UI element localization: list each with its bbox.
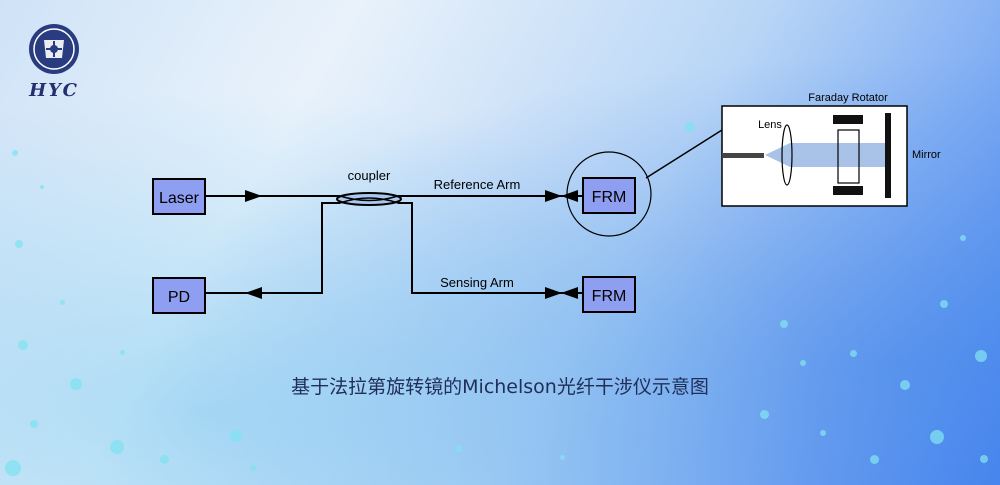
coupler-label: coupler (348, 168, 391, 183)
arrow-right-icon (545, 190, 562, 202)
arrowheads (245, 190, 578, 299)
mirror-label: Mirror (912, 149, 941, 161)
pd-label: PD (168, 289, 190, 306)
laser-box: Laser (152, 178, 206, 215)
zoom-connector (645, 129, 723, 179)
logo-text: HYC (29, 80, 79, 101)
sensing-arm-label: Sensing Arm (440, 275, 514, 290)
arrow-left-icon (561, 287, 578, 299)
frm-bottom-box: FRM (582, 276, 636, 313)
logo-emblem-icon (29, 24, 79, 74)
laser-label: Laser (159, 190, 200, 207)
frm-top-box: FRM (582, 177, 636, 214)
coupler: coupler (336, 168, 402, 206)
arrow-right-icon (545, 287, 562, 299)
frm-inset: Faraday Rotator Lens Mirror (721, 92, 941, 207)
fiber-lines (205, 195, 583, 294)
diagram-caption: 基于法拉第旋转镜的Michelson光纤干涉仪示意图 (291, 376, 709, 398)
arrow-right-icon (245, 190, 262, 202)
pd-box: PD (152, 277, 206, 314)
frm-top-label: FRM (592, 189, 627, 206)
faraday-label: Faraday Rotator (808, 92, 888, 104)
arrow-left-icon (245, 287, 262, 299)
frm-bottom-label: FRM (592, 288, 627, 305)
arrow-left-icon (561, 190, 578, 202)
lens-label: Lens (758, 119, 782, 131)
hyc-logo: HYC (28, 24, 80, 101)
zoom-circle (566, 151, 652, 237)
reference-arm-label: Reference Arm (434, 177, 521, 192)
